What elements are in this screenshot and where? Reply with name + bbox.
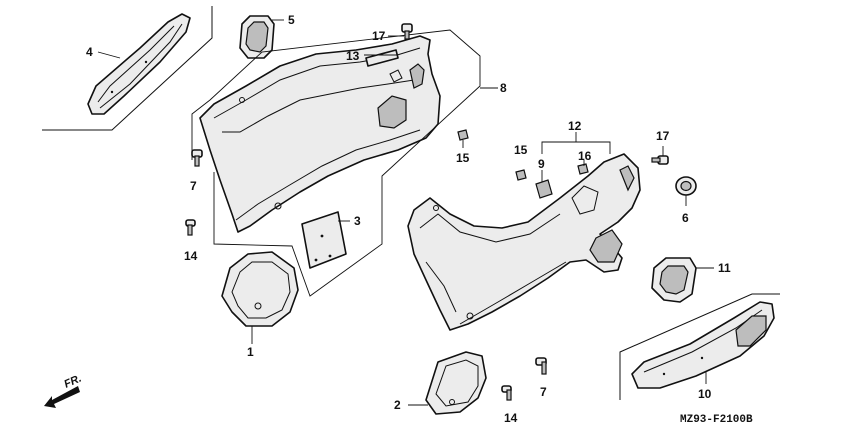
part-10-panel-outline xyxy=(619,293,780,400)
callout-3: 3 xyxy=(354,214,361,228)
part-1-lower-panel xyxy=(221,251,299,344)
leader-4 xyxy=(97,51,121,59)
callout-6: 6 xyxy=(682,211,689,225)
callout-7-lower: 7 xyxy=(540,385,547,399)
callout-14-lower: 14 xyxy=(504,411,518,425)
callout-14-left: 14 xyxy=(184,249,198,263)
part-17-bolt-upper xyxy=(388,23,413,40)
callout-10: 10 xyxy=(698,387,712,401)
part-12-bracket xyxy=(541,141,611,154)
part-11-cover xyxy=(651,257,714,303)
part-9-clip xyxy=(535,170,553,199)
callout-1: 1 xyxy=(247,345,254,359)
part-10-grab-rail xyxy=(631,301,775,389)
part-4-grab-rail xyxy=(87,13,191,115)
part-2-lower-panel xyxy=(408,351,487,415)
callout-2: 2 xyxy=(394,398,401,412)
callout-7-left: 7 xyxy=(190,179,197,193)
part-7-screw-left xyxy=(191,149,203,167)
callout-17-upper: 17 xyxy=(372,29,386,43)
callout-16: 16 xyxy=(578,149,592,163)
part-5-cover xyxy=(239,15,275,59)
front-direction-label: FR. xyxy=(62,373,83,391)
callout-4: 4 xyxy=(86,45,93,59)
part-12-side-cover xyxy=(407,153,641,331)
part-13-label xyxy=(364,49,399,67)
callout-9: 9 xyxy=(538,157,545,171)
part-4-panel-outline xyxy=(42,6,213,131)
callout-13: 13 xyxy=(346,49,360,63)
callout-11: 11 xyxy=(718,261,731,275)
callout-12: 12 xyxy=(568,119,582,133)
part-15-clip-right xyxy=(515,169,527,181)
part-6-grommet xyxy=(675,176,697,206)
callout-15-right: 15 xyxy=(514,143,528,157)
callout-5: 5 xyxy=(288,13,295,27)
part-14-screw-left xyxy=(185,219,196,236)
part-17-bolt-right xyxy=(651,146,669,165)
callout-8: 8 xyxy=(500,81,507,95)
part-8-side-cover xyxy=(199,35,441,233)
diagram-code: MZ93-F2100B xyxy=(680,414,753,426)
part-7-screw-lower xyxy=(535,357,547,375)
callout-17-right: 17 xyxy=(656,129,670,143)
part-3-plate xyxy=(301,211,350,269)
front-direction-arrow xyxy=(44,386,80,408)
part-14-screw-lower xyxy=(501,385,512,401)
part-16-clip xyxy=(577,160,589,175)
callout-15-left: 15 xyxy=(456,151,470,165)
part-8-bracket xyxy=(191,29,481,297)
part-15-clip-left xyxy=(457,129,469,148)
